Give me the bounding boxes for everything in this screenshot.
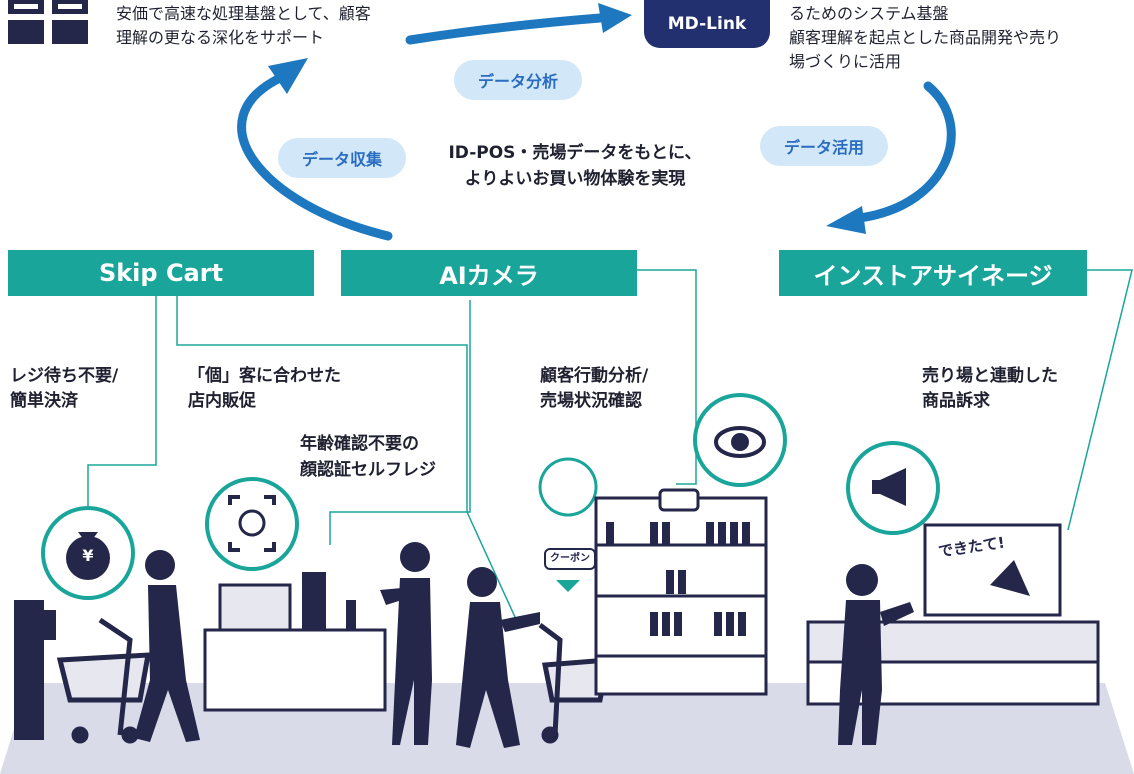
yen-symbol: ¥ <box>82 546 94 565</box>
bottles <box>346 522 750 636</box>
shopper-4 <box>838 564 914 745</box>
mdlink-badge: MD-Link <box>644 0 770 48</box>
feature-promo-line-1: 「個」客に合わせた <box>188 366 341 386</box>
arrow-head-use <box>826 206 866 234</box>
arrow-head-mdlink <box>598 3 632 33</box>
connector-skipcart-promo <box>176 294 521 629</box>
feature-promo-line-2: 店内販促 <box>188 391 256 411</box>
megaphone-icon <box>846 441 940 535</box>
feature-signage-line-2: 商品訴求 <box>922 391 990 411</box>
center-message-line-2: よりよいお買い物体験を実現 <box>464 169 686 189</box>
skip-cart-box: Skip Cart <box>8 250 314 296</box>
feature-analysis-line-1: 顧客行動分析/ <box>540 366 649 386</box>
right-description-line-3: 場づくりに活用 <box>789 52 902 71</box>
feature-checkout-line-1: レジ待ち不要/ <box>10 366 119 386</box>
data-analysis-label: データ分析 <box>454 60 582 100</box>
arrow-collect <box>237 73 393 241</box>
in-store-signage-box: インストアサイネージ <box>779 250 1087 296</box>
connector-signage <box>1067 269 1133 531</box>
arrow-use <box>855 81 956 223</box>
coupon-label: クーポン <box>544 548 596 570</box>
entry-gate <box>14 600 56 740</box>
server-icon <box>8 0 88 44</box>
feature-analysis-line-2: 売場状況確認 <box>540 391 642 411</box>
left-description-line-1: 安価で高速な処理基盤として、顧客 <box>116 4 371 23</box>
shopper-3 <box>456 567 540 748</box>
connector-aicamera-analysis <box>636 269 697 485</box>
shopping-cart-right <box>538 623 612 744</box>
right-description-line-2: 顧客理解を起点とした商品開発や売り <box>789 28 1062 47</box>
coupon-bubble <box>538 457 598 592</box>
shopper-2 <box>380 542 432 745</box>
face-id-icon <box>205 477 299 571</box>
shopping-cart-left <box>56 617 152 744</box>
connector-aicamera <box>329 300 471 545</box>
arrow-head-collect <box>268 58 308 94</box>
eye-icon <box>693 393 787 487</box>
feature-checkout-line-2: 簡単決済 <box>10 391 78 411</box>
arrow-to-mdlink <box>405 13 605 45</box>
money-bag-icon <box>41 506 135 600</box>
center-message-line-1: ID-POS・売場データをもとに、 <box>448 143 702 163</box>
ai-camera-box: AIカメラ <box>341 250 637 296</box>
checkout-counter <box>203 572 387 712</box>
right-description-line-1: るためのシステム基盤 <box>789 4 949 23</box>
feature-faceid-line-1: 年齢確認不要の <box>300 434 419 454</box>
feature-signage-line-1: 売り場と連動した <box>922 366 1058 386</box>
shopper-1 <box>134 550 200 742</box>
connector-skipcart <box>87 294 157 510</box>
feature-faceid-line-2: 顔認証セルフレジ <box>300 460 436 480</box>
data-use-label: データ活用 <box>760 126 888 166</box>
left-description-line-2: 理解の更なる深化をサポート <box>116 28 325 47</box>
data-collect-label: データ収集 <box>278 138 406 178</box>
